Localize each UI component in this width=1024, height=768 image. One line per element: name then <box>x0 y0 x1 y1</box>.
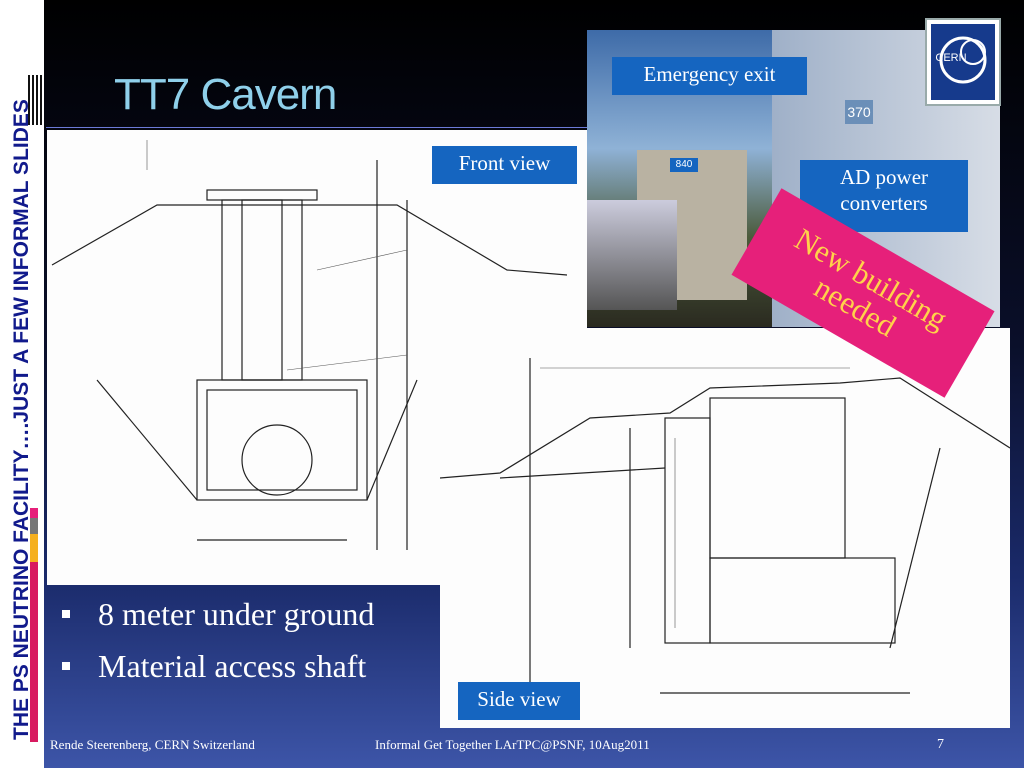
side-view-label: Side view <box>458 682 580 720</box>
decor-strip-bottom-pink <box>30 508 38 518</box>
side-view-drawing: Side view <box>440 328 1010 728</box>
bullet-list: 8 meter under ground Material access sha… <box>60 588 374 692</box>
footer-left: Rende Steerenberg, CERN Switzerland <box>50 737 255 752</box>
page-title: TT7 Cavern <box>114 70 337 119</box>
cern-logo-text: CERN <box>935 52 967 64</box>
bullet-square-icon <box>62 662 70 670</box>
snow-ground <box>587 200 677 310</box>
bullet-square-icon <box>62 610 70 618</box>
sign-840: 840 <box>670 158 698 172</box>
decor-strip-bottom-magenta <box>30 562 38 742</box>
front-view-label: Front view <box>432 146 577 184</box>
page-number: 7 <box>937 737 944 752</box>
side-view-sketch <box>440 358 1010 708</box>
title-underline <box>46 127 606 128</box>
list-item: Material access shaft <box>60 640 374 692</box>
cern-logo: CERN <box>925 18 1001 106</box>
decor-strip-top <box>28 75 42 125</box>
sign-370: 370 <box>845 100 873 124</box>
front-view-sketch <box>51 140 568 550</box>
emergency-exit-label: Emergency exit <box>612 57 807 95</box>
cern-logo-icon <box>931 24 995 100</box>
bullet-text: Material access shaft <box>98 647 367 684</box>
bullet-text: 8 meter under ground <box>98 595 375 632</box>
footer-center: Informal Get Together LArTPC@PSNF, 10Aug… <box>375 737 650 752</box>
decor-strip-bottom-yellow <box>30 534 38 562</box>
decor-strip-bottom-gray <box>30 518 38 534</box>
list-item: 8 meter under ground <box>60 588 374 640</box>
